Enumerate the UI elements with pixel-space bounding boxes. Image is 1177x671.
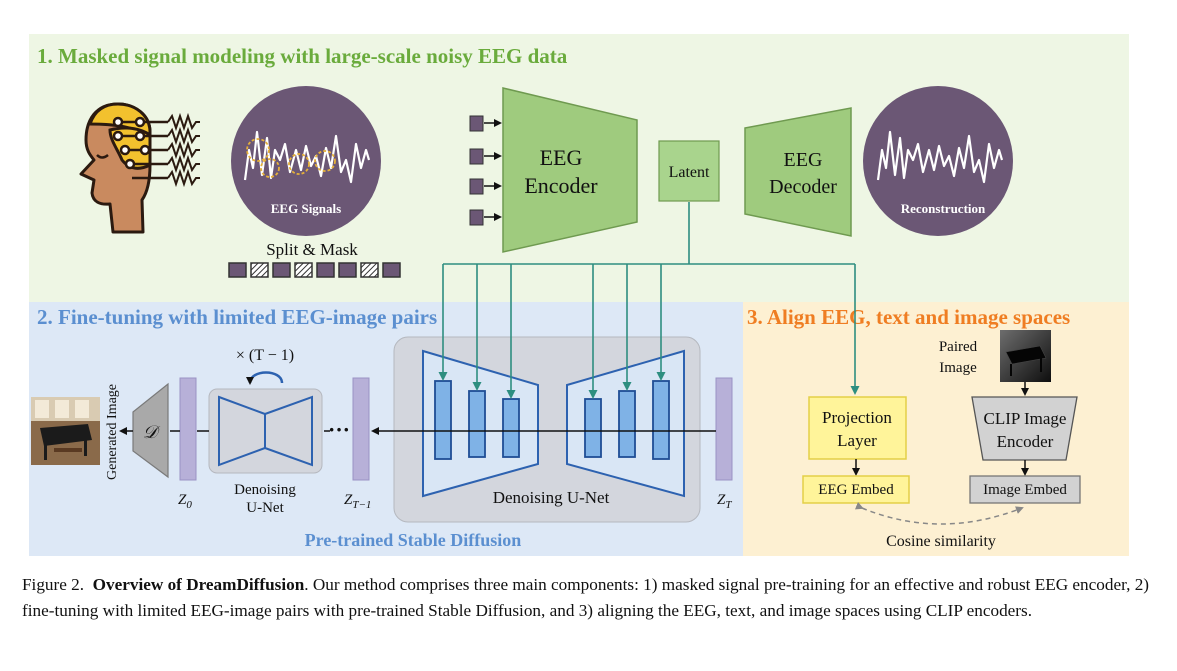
clip-label-line2: Encoder <box>997 432 1054 451</box>
paired-image-label-line1: Paired <box>939 339 978 355</box>
image-embed-label: Image Embed <box>983 482 1067 498</box>
figure-caption: Figure 2. Overview of DreamDiffusion. Ou… <box>22 572 1157 624</box>
clip-image-encoder-block <box>971 396 1078 461</box>
latent-label: Latent <box>669 164 710 181</box>
projection-label-line2: Layer <box>837 431 877 450</box>
repeat-label: × (T − 1) <box>236 347 294 364</box>
eeg-embed-label: EEG Embed <box>818 482 894 498</box>
head-with-electrodes-icon <box>79 102 200 234</box>
reconstruction-label: Reconstruction <box>901 201 986 216</box>
stage2-title: 2. Fine-tuning with limited EEG-image pa… <box>37 305 437 329</box>
eeg-decoder-label-line1: EEG <box>784 149 823 171</box>
big-unet-label: Denoising U-Net <box>493 488 610 507</box>
patch <box>272 262 291 278</box>
vae-decoder-symbol: 𝒟 <box>143 422 161 442</box>
vae-decoder-block <box>132 382 169 479</box>
paired-image-label-line2: Image <box>939 360 977 376</box>
cosine-similarity-label: Cosine similarity <box>886 533 996 550</box>
patch-masked <box>250 262 269 278</box>
zt-latent-bar <box>715 377 733 481</box>
clip-label-line1: CLIP Image <box>984 409 1067 428</box>
mask-highlight-circles <box>246 138 336 178</box>
zt-label: ZT <box>717 492 732 511</box>
projection-label-line1: Projection <box>822 408 892 427</box>
split-mask-label: Split & Mask <box>266 240 358 259</box>
eeg-decoder-label-line2: Decoder <box>769 176 837 198</box>
small-unet-label-line2: U-Net <box>246 500 284 516</box>
latent-box <box>658 140 720 202</box>
z0-latent-bar <box>179 377 197 481</box>
projection-layer-box <box>808 396 907 460</box>
reconstruction-waveform-icon <box>876 130 1004 184</box>
pretrained-sd-label: Pre-trained Stable Diffusion <box>305 530 522 550</box>
unet-blocks <box>434 380 670 460</box>
eeg-encoder-block <box>502 87 638 253</box>
conditioning-arrows <box>438 202 860 399</box>
eeg-decoder-block <box>744 107 852 237</box>
caption-prefix: Figure 2. <box>22 575 85 594</box>
eeg-signals-label: EEG Signals <box>271 201 341 216</box>
zt1-label: ZT−1 <box>344 492 371 511</box>
patch <box>338 262 357 278</box>
masked-patches <box>228 262 401 278</box>
patch <box>316 262 335 278</box>
zt1-latent-bar <box>352 377 370 481</box>
caption-bold: Overview of DreamDiffusion <box>92 575 305 594</box>
eeg-waveform-icon <box>243 130 371 184</box>
ellipsis-dots: ··· <box>328 417 350 442</box>
patch-masked <box>294 262 313 278</box>
z0-label: Z0 <box>178 492 192 511</box>
paired-image-thumbnail <box>1000 330 1051 382</box>
eeg-signals-circle <box>231 86 381 236</box>
patch-masked <box>360 262 379 278</box>
eeg-encoder-label-line2: Encoder <box>524 173 598 198</box>
reconstruction-circle <box>863 86 1013 236</box>
caption-text: . Our method comprises three main compon… <box>22 575 1150 620</box>
loop-arrow-icon <box>246 371 284 385</box>
patch <box>228 262 247 278</box>
input-tokens <box>469 115 502 226</box>
patch <box>382 262 401 278</box>
generated-image-thumbnail <box>31 397 100 465</box>
stage1-title: 1. Masked signal modeling with large-sca… <box>37 44 568 68</box>
image-embed-box <box>969 475 1081 504</box>
small-unet-label-line1: Denoising <box>234 482 296 498</box>
eeg-encoder-label-line1: EEG <box>540 145 583 170</box>
cosine-similarity-arrow <box>854 502 1024 525</box>
stage3-title: 3. Align EEG, text and image spaces <box>747 305 1070 329</box>
generated-image-label: Generated Image <box>105 384 120 480</box>
